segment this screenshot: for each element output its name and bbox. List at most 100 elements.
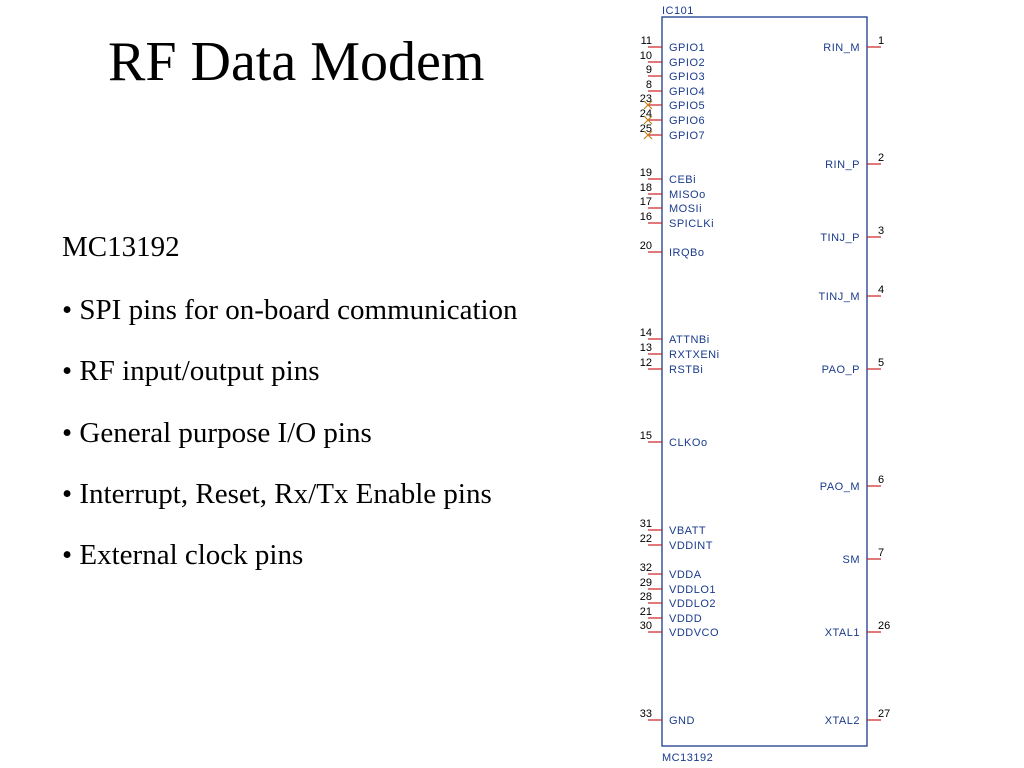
- pin-label: IRQBo: [669, 247, 705, 259]
- pin-number: 14: [640, 327, 652, 339]
- left-pin-group: 11GPIO110GPIO29GPIO38GPIO423GPIO524GPIO6…: [640, 35, 720, 727]
- pin-label: TINJ_M: [819, 291, 861, 303]
- pin-number: 20: [640, 240, 652, 252]
- pin-label: VDDLO2: [669, 598, 716, 610]
- pin-label: MOSIi: [669, 203, 702, 215]
- pin-label: GPIO7: [669, 130, 705, 142]
- pin-number: 28: [640, 591, 652, 603]
- pin-number: 4: [878, 284, 884, 296]
- pin-label: GPIO6: [669, 115, 705, 127]
- pin-number: 7: [878, 547, 884, 559]
- pin-number: 21: [640, 606, 652, 618]
- bullet-spi: • SPI pins for on-board communication: [62, 294, 518, 326]
- pin-label: ATTNBi: [669, 334, 710, 346]
- pin-label: SPICLKi: [669, 218, 714, 230]
- pin-label: VDDLO1: [669, 584, 716, 596]
- slide-subtitle: MC13192: [62, 231, 180, 263]
- slide-title: RF Data Modem: [108, 31, 485, 93]
- pin-label: PAO_P: [822, 364, 860, 376]
- pin-number: 8: [646, 79, 652, 91]
- bullet-rf: • RF input/output pins: [62, 355, 320, 387]
- pin-number: 27: [878, 708, 890, 720]
- pin-label: VDDD: [669, 613, 702, 625]
- pin-number: 31: [640, 518, 652, 530]
- pin-label: RIN_P: [825, 159, 860, 171]
- pin-label: RIN_M: [823, 42, 860, 54]
- no-connect-icon: [643, 115, 653, 125]
- pin-label: MISOo: [669, 189, 706, 201]
- pin-sm: 7SM: [843, 547, 885, 566]
- pin-number: 17: [640, 196, 652, 208]
- pin-number: 32: [640, 562, 652, 574]
- no-connect-icon: [643, 130, 653, 140]
- pin-label: GND: [669, 715, 695, 727]
- pin-number: 26: [878, 620, 890, 632]
- pin-label: RSTBi: [669, 364, 703, 376]
- pin-label: SM: [843, 554, 861, 566]
- no-connect-icon: [643, 100, 653, 110]
- pin-number: 10: [640, 50, 652, 62]
- pin-number: 9: [646, 64, 652, 76]
- pin-number: 33: [640, 708, 652, 720]
- pin-number: 19: [640, 167, 652, 179]
- pin-label: GPIO3: [669, 71, 705, 83]
- pin-number: 22: [640, 533, 652, 545]
- bullet-gpio: • General purpose I/O pins: [62, 417, 372, 449]
- pin-number: 6: [878, 474, 884, 486]
- pin-number: 13: [640, 342, 652, 354]
- pin-number: 29: [640, 577, 652, 589]
- pin-number: 24: [640, 108, 652, 120]
- ic-designator: IC101: [662, 5, 694, 17]
- pin-label: CLKOo: [669, 437, 708, 449]
- pin-label: GPIO4: [669, 86, 705, 98]
- pin-number: 5: [878, 357, 884, 369]
- pin-label: RXTXENi: [669, 349, 720, 361]
- ic-body: [661, 16, 868, 747]
- pin-number: 30: [640, 620, 652, 632]
- pin-number: 25: [640, 123, 652, 135]
- pin-label: XTAL2: [825, 715, 860, 727]
- pin-number: 16: [640, 211, 652, 223]
- pin-number: 11: [641, 35, 652, 47]
- pin-number: 1: [878, 35, 884, 47]
- bullet-control: • Interrupt, Reset, Rx/Tx Enable pins: [62, 478, 492, 510]
- pin-label: VDDINT: [669, 540, 713, 552]
- pin-number: 23: [640, 93, 652, 105]
- bullet-clock: • External clock pins: [62, 539, 304, 571]
- pin-label: VDDA: [669, 569, 702, 581]
- pin-label: CEBi: [669, 174, 696, 186]
- pin-number: 12: [640, 357, 652, 369]
- pin-number: 3: [878, 225, 884, 237]
- pin-number: 18: [640, 182, 652, 194]
